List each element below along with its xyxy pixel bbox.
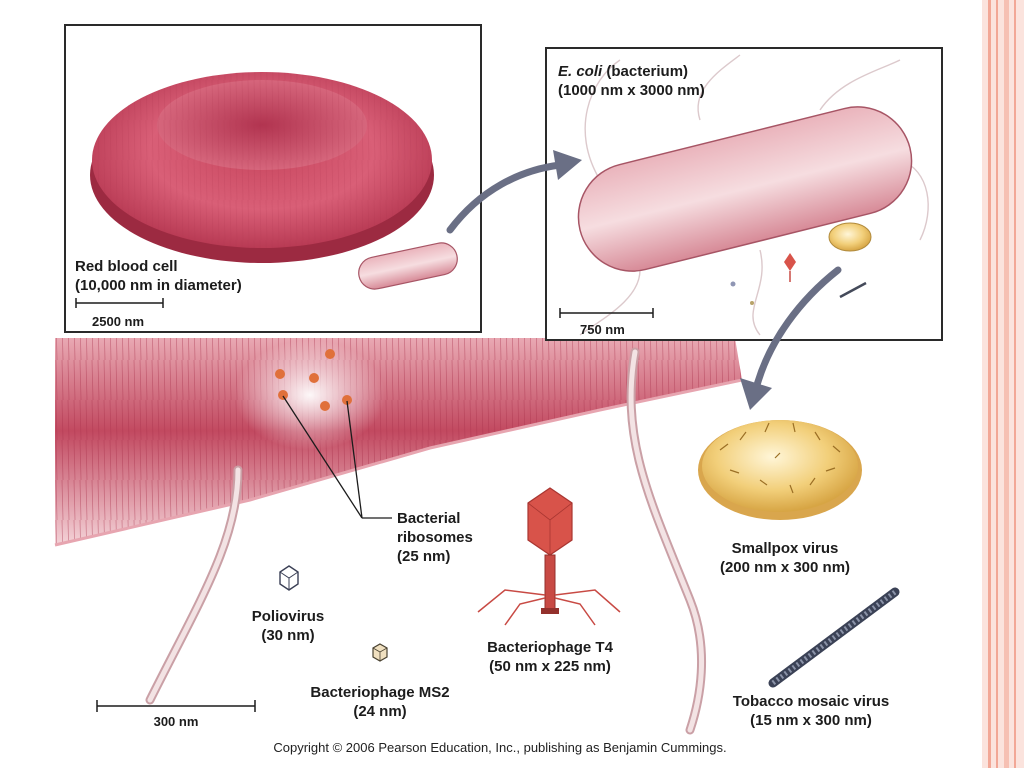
smallpox-label: Smallpox virus (200 nm x 300 nm) bbox=[700, 539, 870, 577]
t4-label: Bacteriophage T4 (50 nm x 225 nm) bbox=[465, 638, 635, 676]
ecoli-name: E. coli bbox=[558, 63, 603, 80]
ribosomes-size: (25 nm) bbox=[397, 548, 451, 565]
tmv-size: (15 nm x 300 nm) bbox=[750, 712, 872, 729]
ms2-label: Bacteriophage MS2 (24 nm) bbox=[290, 683, 470, 721]
ecoli-size: (1000 nm x 3000 nm) bbox=[558, 82, 705, 99]
ribosomes-line1: Bacterial bbox=[397, 510, 461, 527]
poliovirus-name: Poliovirus bbox=[251, 608, 325, 625]
poliovirus-label: Poliovirus (30 nm) bbox=[228, 607, 348, 645]
ribosomes-line2: ribosomes bbox=[397, 529, 473, 546]
rbc-title: Red blood cell bbox=[75, 258, 178, 275]
tobacco-mosaic-virus bbox=[768, 587, 900, 688]
smallpox-name: Smallpox virus bbox=[731, 540, 839, 557]
tmv-label: Tobacco mosaic virus (15 nm x 300 nm) bbox=[716, 692, 906, 730]
slide-border bbox=[982, 0, 1024, 768]
t4-size: (50 nm x 225 nm) bbox=[489, 658, 611, 675]
zoom-arrow-rbc-to-ecoli bbox=[446, 150, 582, 234]
main-scale-label: 300 nm bbox=[153, 714, 199, 729]
bacteriophage-ms2 bbox=[372, 643, 388, 662]
ecoli-label: E. coli (bacterium) (1000 nm x 3000 nm) bbox=[558, 62, 705, 100]
rbc-size: (10,000 nm in diameter) bbox=[75, 277, 242, 294]
bacterial-ribosomes bbox=[275, 349, 352, 411]
poliovirus bbox=[279, 565, 299, 591]
ecoli-scale-label: 750 nm bbox=[580, 322, 625, 337]
rbc-scale-label: 2500 nm bbox=[92, 314, 145, 329]
ecoli-panel bbox=[545, 47, 943, 341]
rbc-label: Red blood cell (10,000 nm in diameter) bbox=[75, 257, 242, 295]
rbc-panel bbox=[64, 24, 482, 333]
ms2-size: (24 nm) bbox=[353, 703, 407, 720]
ribosomes-label: Bacterial ribosomes (25 nm) bbox=[397, 509, 473, 566]
ms2-name: Bacteriophage MS2 bbox=[310, 684, 450, 701]
bacterium-wall bbox=[54, 338, 743, 547]
flagella bbox=[145, 347, 707, 735]
copyright-notice: Copyright © 2006 Pearson Education, Inc.… bbox=[273, 740, 727, 755]
bacteriophage-t4 bbox=[477, 487, 621, 626]
ribosome-pointer-lines bbox=[282, 395, 392, 519]
ecoli-type: (bacterium) bbox=[602, 63, 689, 80]
smallpox-size: (200 nm x 300 nm) bbox=[719, 559, 851, 576]
t4-name: Bacteriophage T4 bbox=[487, 639, 613, 656]
zoom-arrow-ecoli-to-viruses bbox=[740, 266, 842, 410]
tmv-name: Tobacco mosaic virus bbox=[732, 693, 890, 710]
poliovirus-size: (30 nm) bbox=[261, 627, 315, 644]
main-scale-bar bbox=[96, 700, 256, 712]
smallpox-virus bbox=[698, 420, 862, 520]
